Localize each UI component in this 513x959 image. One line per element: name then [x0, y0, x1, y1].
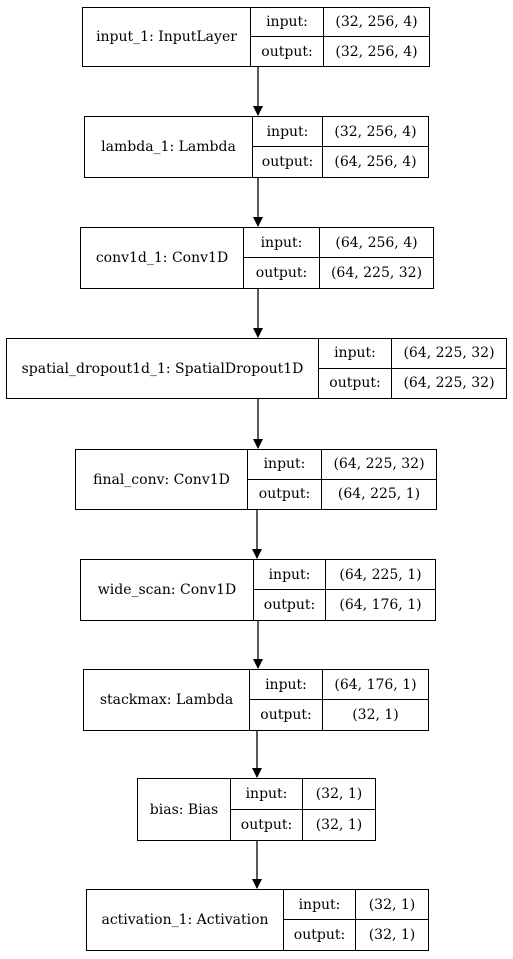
output-label: output:	[250, 700, 323, 730]
output-shape: (32, 1)	[368, 927, 416, 943]
input-shape: (64, 256, 4)	[320, 228, 433, 258]
output-label: output:	[231, 809, 303, 840]
output-shape: (64, 256, 4)	[334, 154, 417, 170]
input-label: input:	[248, 450, 322, 480]
input-label: input:	[250, 670, 323, 700]
input-shape: (64, 176, 1)	[323, 670, 428, 700]
layer-shapes: input:(64, 225, 32)output: (64, 225, 1)	[248, 450, 436, 509]
layer-shapes: input:(32, 256, 4)output:(32, 256, 4)	[251, 8, 429, 66]
layer-name: final_conv: Conv1D	[76, 450, 248, 509]
output-label: output:	[254, 590, 326, 620]
output-shape: (32, 1)	[352, 707, 399, 723]
layer-shapes: input:(32, 1)output:(32, 1)	[284, 890, 428, 950]
input-shape: (64, 225, 32)	[392, 339, 506, 369]
input-shape: (64, 225, 32)	[322, 450, 436, 480]
input-label: input:	[244, 228, 320, 258]
layer-name: conv1d_1: Conv1D	[81, 228, 244, 288]
output-label: output:	[284, 920, 356, 950]
layer-shapes: input:(32, 1)output:(32, 1)	[231, 779, 375, 840]
input-shape: (64, 225, 1)	[326, 560, 435, 590]
layer-name: lambda_1: Lambda	[85, 117, 253, 177]
output-label: output:	[253, 147, 323, 177]
input-label: input:	[253, 117, 323, 147]
layer-name: stackmax: Lambda	[84, 670, 250, 730]
output-shape: (64, 225, 32)	[330, 265, 423, 281]
output-shape: (32, 1)	[315, 816, 363, 833]
layer-shapes: input:(64, 176, 1)output: (32, 1)	[250, 670, 428, 730]
output-shape: (64, 225, 32)	[403, 375, 495, 392]
input-label: input:	[319, 339, 392, 369]
input-shape: (32, 256, 4)	[323, 117, 428, 147]
layer-shapes: input:(64, 225, 32)output:(64, 225, 32)	[319, 339, 506, 398]
input-label: input:	[284, 890, 356, 920]
output-shape: (32, 256, 4)	[335, 43, 418, 60]
output-label: output:	[248, 479, 322, 509]
layer-name: bias: Bias	[138, 779, 231, 840]
output-label: output:	[319, 368, 392, 398]
input-shape: (32, 1)	[303, 779, 375, 810]
layer-name: input_1: InputLayer	[83, 8, 251, 66]
layer-name: wide_scan: Conv1D	[81, 560, 254, 620]
layer-shapes: input:(32, 256, 4)output: (64, 256, 4)	[253, 117, 428, 177]
layer-name: spatial_dropout1d_1: SpatialDropout1D	[7, 339, 319, 398]
layer-shapes: input:(64, 256, 4)output: (64, 225, 32)	[244, 228, 433, 288]
output-shape: (64, 225, 1)	[337, 486, 421, 503]
output-shape: (64, 176, 1)	[339, 597, 422, 613]
output-label: output:	[244, 258, 320, 288]
layer-shapes: input:(64, 225, 1)output: (64, 176, 1)	[254, 560, 435, 620]
input-shape: (32, 256, 4)	[324, 8, 429, 37]
input-label: input:	[254, 560, 326, 590]
input-shape: (32, 1)	[356, 890, 428, 920]
layer-name: activation_1: Activation	[87, 890, 284, 950]
output-label: output:	[251, 37, 324, 66]
input-label: input:	[251, 8, 324, 37]
input-label: input:	[231, 779, 303, 810]
